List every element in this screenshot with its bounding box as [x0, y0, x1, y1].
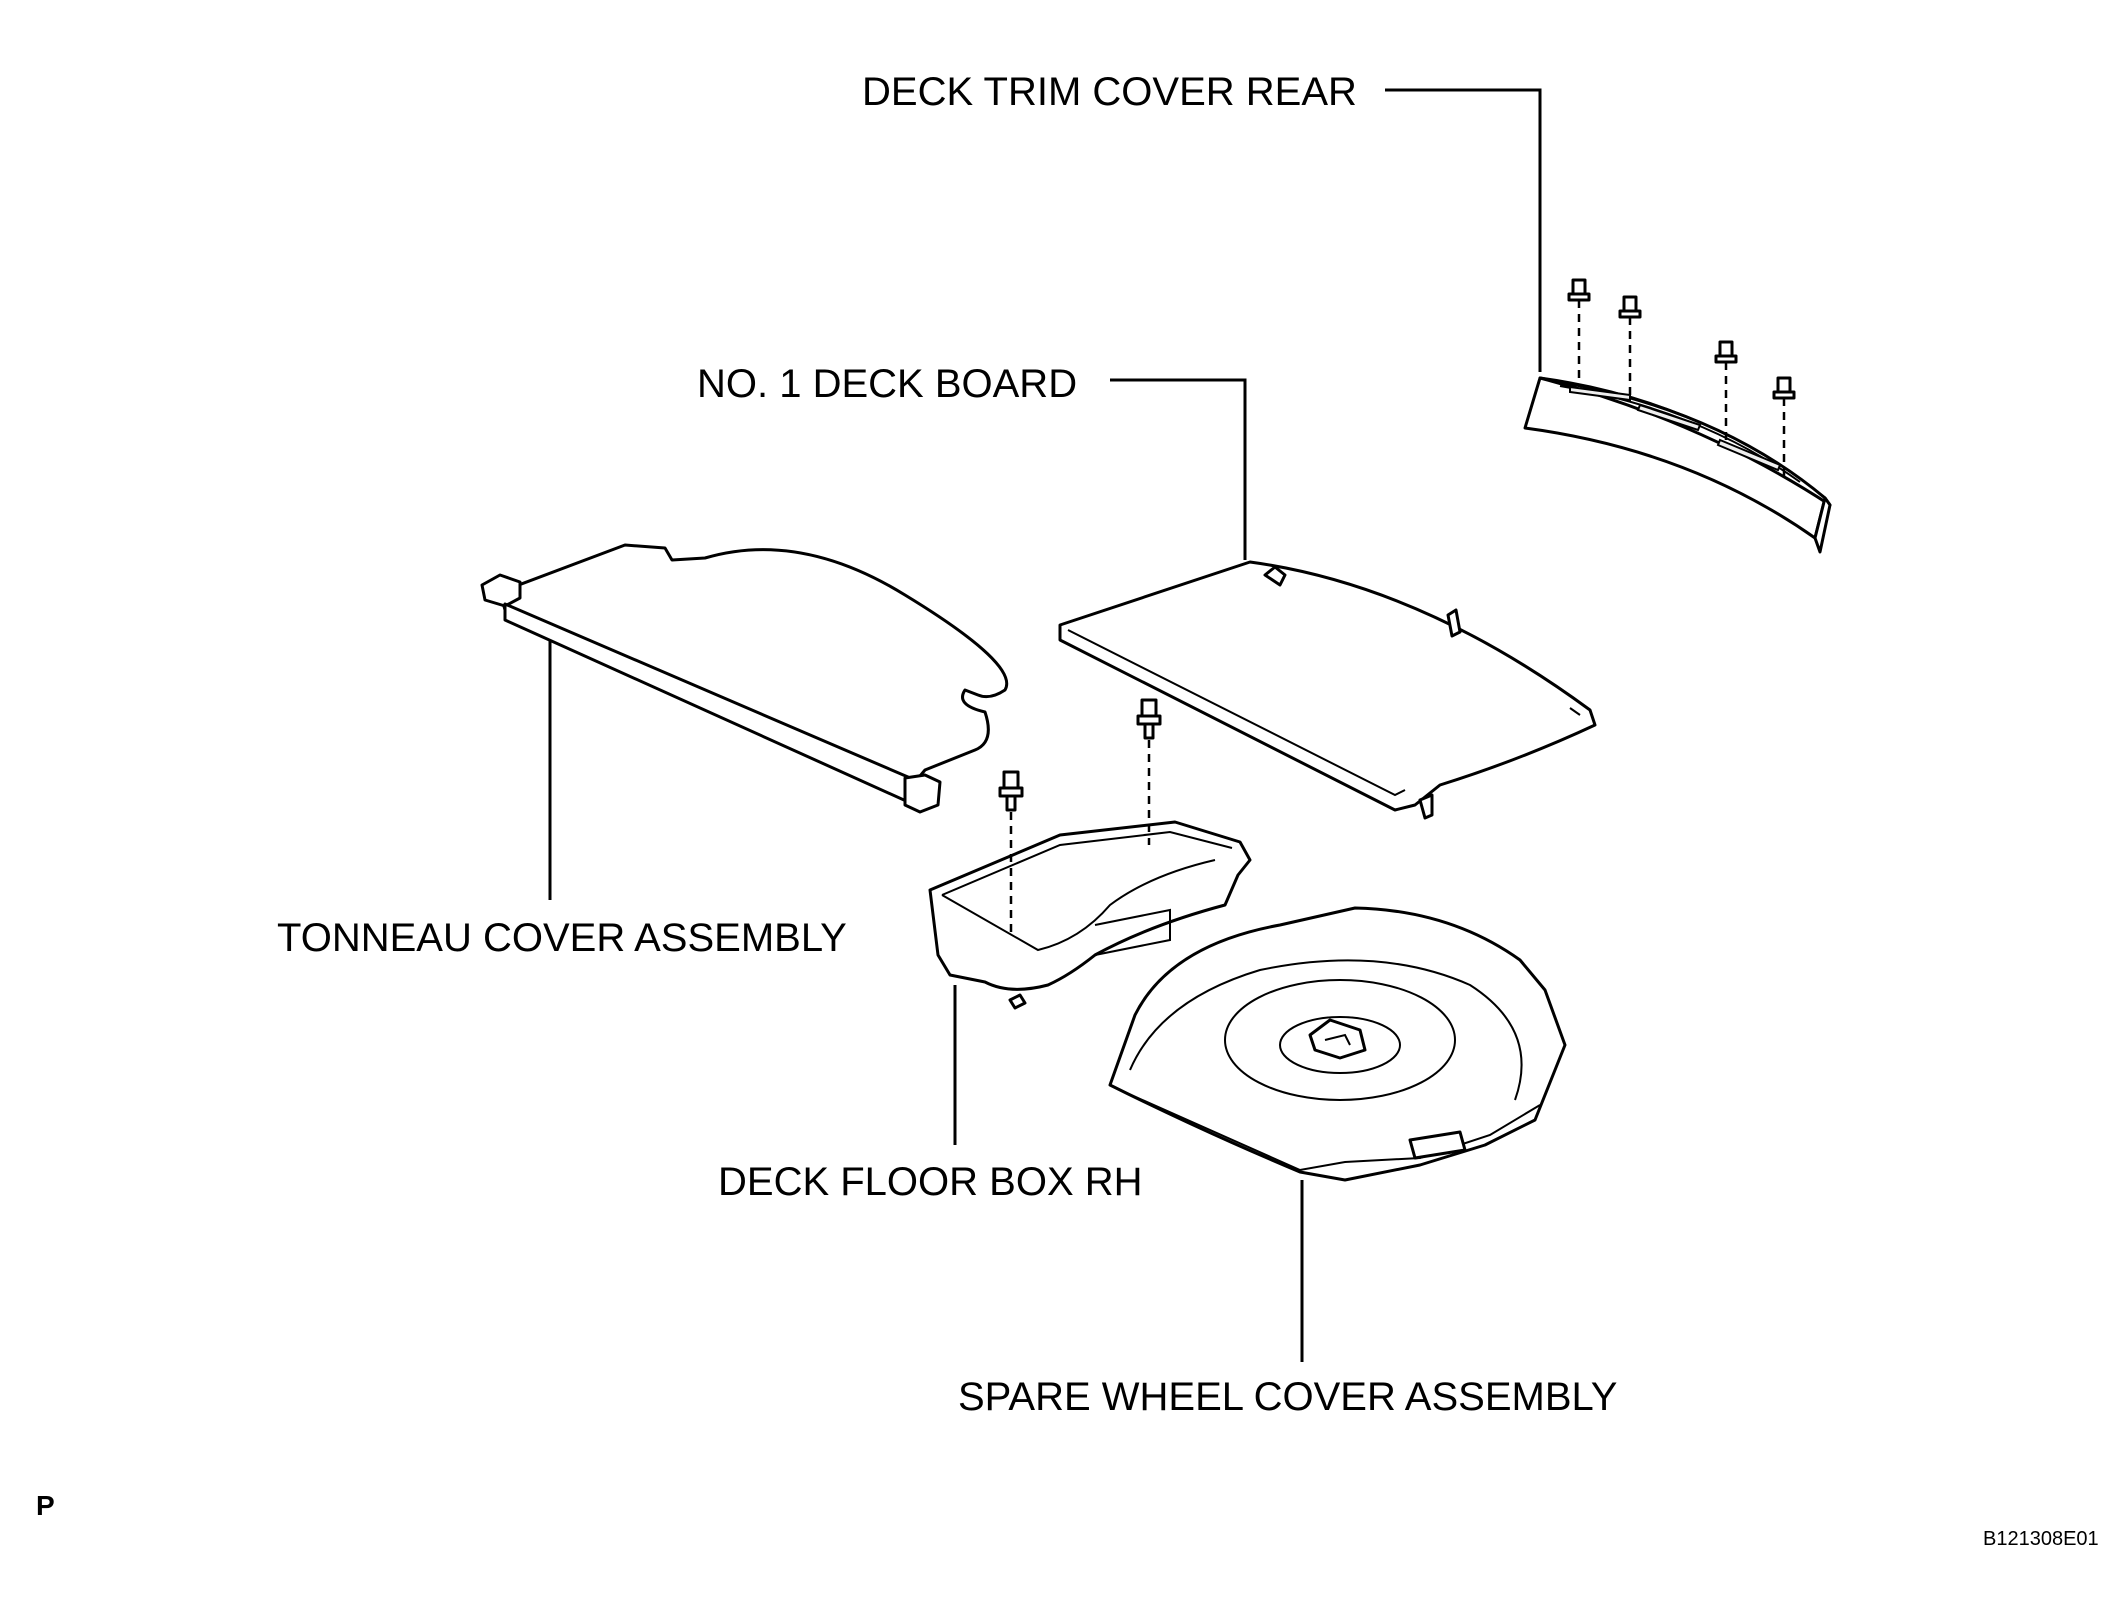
clip-1	[1567, 278, 1591, 302]
corner-mark: P	[36, 1490, 55, 1521]
bolt-1	[998, 770, 1024, 812]
clip-4	[1772, 376, 1796, 400]
tonneau-cover-assembly-part	[480, 543, 1009, 814]
clip-3	[1714, 340, 1738, 364]
spare-wheel-cover-assembly-part	[1108, 906, 1567, 1182]
deck-floor-box-rh-part	[928, 698, 1252, 1010]
label-deck-trim-cover-rear: DECK TRIM COVER REAR	[862, 70, 1357, 114]
figure-code: B121308E01	[1983, 1528, 2099, 1550]
label-tonneau-cover-assembly: TONNEAU COVER ASSEMBLY	[277, 916, 847, 960]
label-spare-wheel-cover-assembly: SPARE WHEEL COVER ASSEMBLY	[958, 1375, 1618, 1419]
clip-2	[1618, 295, 1642, 319]
label-no1-deck-board: NO. 1 DECK BOARD	[697, 362, 1078, 406]
no1-deck-board-part	[1058, 560, 1597, 820]
label-deck-floor-box-rh: DECK FLOOR BOX RH	[718, 1160, 1143, 1204]
deck-trim-cover-rear-part	[1523, 278, 1832, 554]
bolt-2	[1136, 698, 1162, 740]
leader-deck-trim-cover-rear	[1385, 88, 1542, 372]
leader-no1-deck-board	[1110, 378, 1247, 560]
